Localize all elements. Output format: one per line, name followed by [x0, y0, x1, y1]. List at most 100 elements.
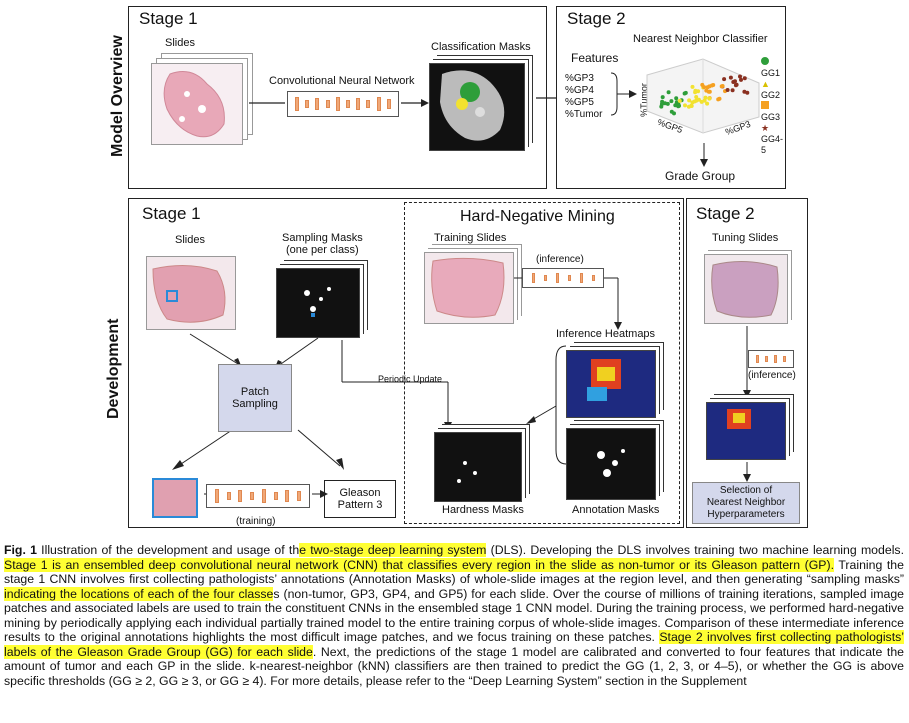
hard-negative-mining-panel [404, 202, 680, 524]
dev-cnn-diagram [206, 484, 310, 508]
overview-stage1-panel: Stage 1 Slides Convolutional Neural Netw… [128, 6, 547, 189]
features-list: %GP3 %GP4 %GP5 %Tumor [565, 73, 602, 121]
tuning-heatmap-stack [706, 402, 786, 460]
scatter-point [669, 109, 674, 114]
development-section-label: Development [105, 318, 122, 419]
dev-stage2-panel [686, 198, 808, 528]
overview-stage2-panel: Stage 2 Nearest Neighbor Classifier Feat… [556, 6, 786, 189]
feature-item: %GP4 [565, 85, 594, 96]
figure-caption: Fig. 1 Illustration of the development a… [4, 543, 904, 688]
down-arrow [700, 143, 708, 167]
caption-part: Training the stage 1 CNN involves first … [4, 557, 904, 587]
tissue-image [163, 71, 225, 138]
tuning-slide-image [704, 254, 788, 324]
scatter-point [738, 74, 742, 79]
dev-stage1-title: Stage 1 [142, 204, 201, 223]
features-bracket [610, 72, 637, 116]
hnm-title: Hard-Negative Mining [460, 208, 615, 225]
hardness-mask-stack [434, 432, 522, 502]
scatter-point [707, 96, 712, 101]
figure-label: Fig. 1 [4, 543, 37, 557]
scatter-point [683, 103, 687, 108]
scatter-point [663, 101, 667, 106]
scatter-point [683, 90, 688, 95]
legend-marker-icon [761, 101, 769, 109]
annotation-mask-stack [566, 428, 656, 500]
legend-item: ★ GG4-5 [761, 123, 785, 156]
scatter-point [733, 79, 737, 84]
caption-highlight: e two-stage deep learning system [299, 543, 487, 557]
legend-item: GG3 [761, 101, 785, 123]
heatmap-stack [566, 350, 656, 418]
patch-sampling-box: Patch Sampling [218, 364, 292, 432]
hnm-inference-label: (inference) [536, 254, 584, 265]
scatter-point [725, 88, 730, 92]
scatter-point [720, 84, 725, 88]
patch-sampling-label: Patch Sampling [232, 386, 278, 410]
classification-mask-stack [429, 63, 525, 151]
periodic-update-label: Periodic Update [378, 374, 443, 384]
stage2-inference-label: (inference) [748, 370, 796, 381]
stage2-cnn-diagram [748, 350, 794, 368]
selection-box: Selection of Nearest Neighbor Hyperparam… [692, 482, 800, 524]
legend: GG1 ▲ GG2 GG3 ★ GG4-5 [761, 57, 785, 156]
selection-label: Selection of Nearest Neighbor Hyperparam… [706, 485, 786, 520]
overview-slide-image [151, 63, 243, 145]
scatter-point [707, 89, 712, 94]
stage2-down-arrow [743, 326, 751, 398]
inference-heatmaps-label: Inference Heatmaps [556, 328, 656, 340]
overview-slides-label: Slides [165, 37, 195, 49]
classification-mask-image [440, 70, 505, 141]
scatter-point [687, 98, 692, 103]
cnn-label: Convolutional Neural Network [269, 75, 415, 87]
legend-label: GG1 [761, 68, 781, 78]
scatter-point [702, 98, 707, 103]
training-slide-image [424, 252, 514, 324]
overview-arrows [249, 99, 429, 107]
caption-part: (DLS). Developing the DLS involves train… [486, 543, 904, 557]
hardness-masks-label: Hardness Masks [442, 504, 524, 516]
scatter-point [709, 83, 714, 88]
dev-stage2-title: Stage 2 [696, 204, 755, 223]
hnm-cnn-diagram [522, 268, 604, 288]
scatter-point [722, 77, 727, 82]
scatter-point [728, 75, 733, 80]
scatter-point [669, 99, 674, 104]
hnm-bracket [526, 345, 567, 465]
overview-stage2-title: Stage 2 [567, 9, 626, 28]
feature-item: %GP5 [565, 97, 594, 108]
legend-item: ▲ GG2 [761, 79, 785, 101]
annotation-mask-image [597, 449, 625, 477]
heatmap-image [587, 359, 621, 401]
cnn-diagram [287, 91, 399, 117]
legend-item: GG1 [761, 57, 785, 79]
scatter-point [694, 98, 699, 103]
caption-part: . Next, the predictions of the stage 1 m… [4, 644, 904, 688]
knn-scatter-plot [646, 58, 760, 134]
sampling-masks-label: Sampling Masks (one per class) [282, 232, 363, 256]
scatter-point [742, 76, 747, 81]
scatter-point [705, 101, 710, 106]
legend-label: GG3 [761, 112, 781, 122]
sampling-mask-image [304, 287, 331, 317]
dev-slides-label: Slides [175, 234, 205, 246]
classifier-label: Nearest Neighbor Classifier [633, 33, 768, 45]
scatter-point [733, 83, 738, 88]
sampling-mask-stack [276, 268, 360, 338]
classification-masks-label: Classification Masks [431, 41, 531, 53]
training-patch-image [152, 478, 198, 518]
caption-part: Illustration of the development and usag… [36, 543, 300, 557]
scatter-point [694, 95, 699, 99]
tissue-image [152, 264, 226, 323]
scatter-point [693, 90, 698, 95]
legend-marker-icon [761, 57, 769, 65]
scatter-point [700, 82, 705, 87]
dev-slide-image [146, 256, 236, 330]
overview-stage1-title: Stage 1 [139, 9, 198, 28]
sampling-masks-text: Sampling Masks (one per class) [282, 232, 363, 256]
tuning-heatmap-image [727, 409, 751, 429]
caption-part: s (non-tumor, GP3, GP4, and GP5) for eac… [4, 586, 905, 645]
training-label: (training) [236, 516, 276, 527]
legend-label: GG4-5 [761, 134, 784, 155]
feature-item: %Tumor [565, 109, 603, 120]
